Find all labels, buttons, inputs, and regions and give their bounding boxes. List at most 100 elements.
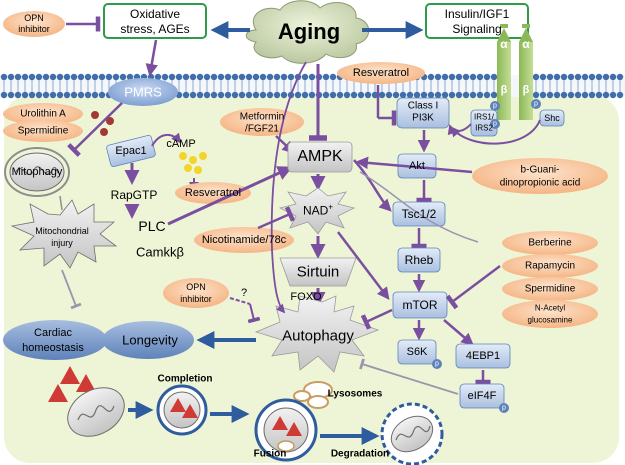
- lipid-head: [406, 91, 414, 99]
- aging-label: Aging: [277, 19, 341, 44]
- p-label: p: [493, 102, 497, 110]
- beta-label: β: [500, 84, 508, 96]
- rapamycin-label: Rapamycin: [524, 260, 576, 272]
- aging-cloud: [245, 0, 370, 64]
- spermidine-left-label: Spermidine: [17, 125, 69, 137]
- lipid-head: [14, 91, 22, 99]
- foxo-label: FOXO: [290, 291, 322, 303]
- nad-label: NAD+: [303, 203, 333, 218]
- lipid-head: [28, 73, 36, 81]
- beta-label: β: [522, 84, 530, 96]
- pmrs-label: PMRS: [124, 84, 162, 100]
- lipid-head: [126, 73, 134, 81]
- rapamycin-pill: [502, 254, 598, 278]
- nicotinamide-label: Nicotinamide/78c: [201, 234, 287, 246]
- resveratrol-membrane-pill: [337, 62, 425, 84]
- opn-mid-label-2: inhibitor: [180, 294, 212, 304]
- lipid-head: [21, 91, 29, 99]
- lipid-head: [574, 91, 582, 99]
- plc-label: PLC: [138, 218, 166, 234]
- longevity-ellipse: [102, 321, 194, 359]
- lipid-head: [105, 73, 113, 81]
- p-label: p: [493, 120, 497, 128]
- lipid-head: [266, 91, 274, 99]
- urolithin-pill: [3, 103, 83, 125]
- lipid-head: [35, 73, 43, 81]
- eif4f-box: [459, 383, 505, 409]
- rheb-box: [397, 247, 441, 273]
- s6k-label: S6K: [406, 346, 428, 358]
- rapgtp-label: RapGTP: [110, 188, 158, 202]
- lipid-head: [574, 73, 582, 81]
- fusion-label: Fusion: [253, 448, 287, 460]
- nad-star: [278, 187, 356, 235]
- opn-mid-label-1: OPN: [186, 282, 206, 292]
- lipid-head: [182, 91, 190, 99]
- lipid-head: [567, 73, 575, 81]
- lipid-head: [98, 73, 106, 81]
- mtor-inhibits-autophagy: [360, 308, 393, 330]
- opn-inhibitor-top-pill: [3, 11, 65, 37]
- lipid-head: [469, 91, 477, 99]
- guanidino-to-ampk: [355, 156, 473, 174]
- lipid-head: [399, 91, 407, 99]
- lipid-head: [385, 91, 393, 99]
- s6k-box: [397, 339, 437, 365]
- lipid-head: [567, 91, 575, 99]
- aging-to-autophagy-path: [270, 61, 307, 314]
- nicotinamide-inhibits-nad: [257, 206, 296, 230]
- lipid-head: [581, 91, 589, 99]
- ampk-box: [287, 141, 353, 173]
- p-circle: [490, 119, 500, 129]
- alpha-label: α: [500, 37, 508, 51]
- 4ebp1-label: 4EBP1: [465, 350, 501, 362]
- lipid-head: [7, 91, 15, 99]
- lipid-head: [14, 73, 22, 81]
- autophagy-label: Autophagy: [282, 327, 354, 345]
- spermidine-right-pill: [502, 277, 598, 301]
- lipid-head: [175, 73, 183, 81]
- injury-inhibits-cardiac: [61, 269, 82, 310]
- lipid-head: [364, 91, 372, 99]
- lipid-head: [357, 91, 365, 99]
- lipid-head: [462, 91, 470, 99]
- insulin-label-1: Insulin/IGF1: [444, 7, 510, 21]
- akt-label: Akt: [409, 160, 425, 172]
- lipid-head: [581, 73, 589, 81]
- lipid-head: [434, 91, 442, 99]
- ampk-label: AMPK: [297, 148, 343, 165]
- tsc-label: Tsc1/2: [401, 207, 437, 221]
- mitophagy-organelle: [4, 147, 70, 197]
- lipid-head: [469, 73, 477, 81]
- lipid-head: [77, 91, 85, 99]
- rheb-label: Rheb: [404, 253, 434, 267]
- lipid-head: [84, 73, 92, 81]
- class1-pi3k-box: [396, 97, 450, 129]
- lipid-head: [224, 91, 232, 99]
- spermidine-left-pill: [3, 120, 83, 142]
- lipid-head: [427, 73, 435, 81]
- lipid-head: [259, 73, 267, 81]
- resveratrol-mid-label: Resveratrol: [184, 187, 242, 199]
- urolithin-label: Urolithin A: [20, 108, 66, 120]
- lipid-head: [49, 91, 57, 99]
- lipid-head: [42, 73, 50, 81]
- lipid-head: [77, 73, 85, 81]
- lipid-head: [231, 91, 239, 99]
- lipid-head: [231, 73, 239, 81]
- cardiac-label-1: Cardiac: [34, 327, 72, 339]
- lysosomes-cluster: [293, 381, 333, 409]
- metformin-label-2: /FGF21: [245, 123, 279, 135]
- lipid-head: [301, 91, 309, 99]
- lipid-head: [420, 91, 428, 99]
- lipid-head: [217, 73, 225, 81]
- nad-sup: +: [328, 202, 334, 212]
- lipid-head: [273, 73, 281, 81]
- class1-label-2: PI3K: [412, 112, 434, 124]
- lipid-head: [336, 91, 344, 99]
- lipid-head: [448, 91, 456, 99]
- lipid-head: [413, 91, 421, 99]
- lipid-head: [476, 73, 484, 81]
- shc-label: Shc: [544, 113, 560, 123]
- nad-text: NAD: [302, 203, 329, 218]
